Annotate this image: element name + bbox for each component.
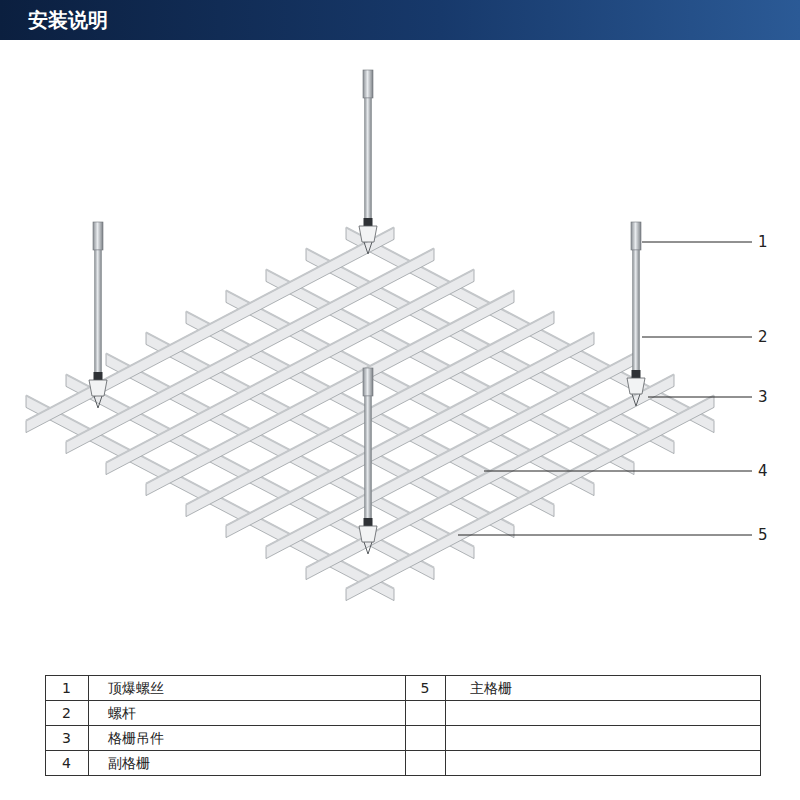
table-part-name: 格栅吊件 [108,726,164,750]
callout-number: 4 [758,462,768,480]
expansion-bolt [363,368,373,396]
sub-grille-blade [266,353,634,558]
sub-grille-blade [306,374,674,579]
hanger-clip [364,542,372,554]
threaded-rod [365,396,372,526]
parts-table [45,675,761,776]
table-number: 1 [62,676,71,700]
table-number: 5 [421,676,430,700]
table-number: 2 [62,701,71,725]
grille-hanger [89,380,107,396]
table-part-name: 螺杆 [108,701,136,725]
expansion-bolt [631,222,641,250]
rod-nut [632,370,641,378]
sub-grille-blade [346,395,714,600]
table-part-name: 顶爆螺丝 [108,676,164,700]
table-part-name: 副格栅 [108,751,150,775]
page-title: 安装说明 [28,0,108,40]
threaded-rod [95,250,102,380]
grille-hanger [627,378,645,394]
sub-grille-blade-top [346,395,714,588]
rod-nut [364,518,373,526]
expansion-bolt [363,70,373,98]
sub-grille-blade [106,269,474,474]
grille-hanger [359,526,377,542]
callout-number: 5 [758,526,768,544]
grille-hanger [359,226,377,242]
sub-grille-blade [146,290,514,495]
threaded-rod [633,250,640,378]
callout-number: 1 [758,233,768,251]
sub-grille-blade [226,332,594,537]
rod-nut [364,218,373,226]
hanger-clip [632,394,640,406]
header-bar [0,0,800,40]
hanger-clip [364,242,372,254]
leader-lines [458,242,752,535]
grille-grid [26,227,714,600]
table-number: 3 [62,726,71,750]
sub-grille-blade [66,248,434,453]
threaded-rod [365,98,372,226]
expansion-bolt [93,222,103,250]
rod-nut [94,372,103,380]
sub-grille-blade [26,227,394,432]
table-number: 4 [62,751,71,775]
hanging-rods [89,70,645,554]
callout-number: 2 [758,328,768,346]
table-part-name: 主格栅 [470,676,512,700]
callout-number: 3 [758,388,768,406]
hanger-clip [94,396,102,408]
sub-grille-blade-top [266,353,634,546]
